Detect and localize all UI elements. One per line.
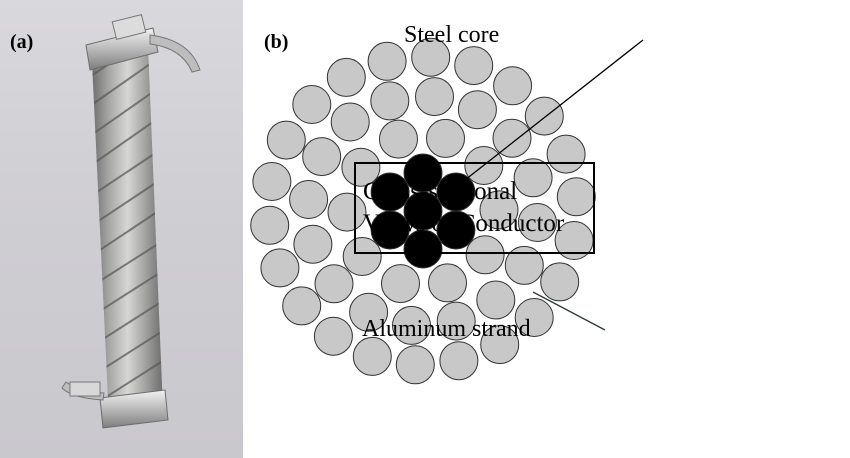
aluminum-strand — [479, 190, 519, 230]
aluminum-strand — [352, 336, 392, 376]
conductor-photo — [61, 14, 201, 429]
cross-section-panel: (b) — [243, 0, 850, 458]
aluminum-strand — [493, 66, 533, 106]
bottom-hose-clamp — [61, 381, 169, 429]
aluminum-strand — [411, 37, 451, 77]
aluminum-strand — [517, 203, 557, 242]
aluminum-strand — [392, 305, 431, 345]
aluminum-strand — [457, 90, 497, 130]
caption-line-2: Views of Conductor — [363, 210, 565, 237]
aluminum-strand — [289, 180, 329, 219]
aluminum-strand — [504, 245, 544, 285]
steel-strand — [436, 210, 476, 250]
steel-strand — [370, 172, 410, 212]
aluminum-strand — [480, 325, 520, 365]
aluminum-strand — [282, 286, 322, 326]
aluminum-strand — [439, 341, 479, 381]
aluminum-strand — [379, 119, 418, 159]
aluminum-strand — [252, 162, 292, 201]
steel-core-leader-line — [464, 39, 644, 181]
aluminum-strand — [556, 177, 596, 217]
aluminum-strand — [367, 41, 407, 81]
aluminum-strand — [302, 137, 342, 177]
aluminum-strand — [454, 46, 494, 86]
panel-b-label: (b) — [264, 31, 289, 53]
aluminum-strand — [513, 158, 553, 198]
panel-a-label: (a) — [10, 31, 34, 53]
aluminum-strand — [349, 292, 389, 332]
aluminum-strand — [540, 262, 580, 302]
aluminum-strand-leader-line — [532, 291, 606, 331]
aluminum-strand — [465, 235, 505, 275]
aluminum-strand — [314, 264, 354, 304]
aluminum-strand — [514, 298, 554, 337]
aluminum-strand-label: Aluminum strand — [362, 316, 531, 342]
caption-line-1: Cross-sectional — [363, 178, 518, 205]
cross-section-diagram — [250, 37, 644, 385]
aluminum-strand — [266, 120, 306, 160]
aluminum-strand — [313, 316, 353, 356]
aluminum-strand — [492, 118, 532, 158]
aluminum-strand — [250, 205, 290, 245]
aluminum-strand — [342, 237, 382, 276]
steel-core-label: Steel core — [404, 22, 500, 48]
aluminum-strand — [395, 345, 435, 385]
aluminum-strand — [260, 248, 300, 288]
aluminum-strand — [436, 301, 476, 341]
aluminum-strand — [428, 263, 467, 303]
strand-group — [250, 37, 596, 385]
aluminum-strand — [293, 224, 333, 264]
aluminum-strand — [341, 147, 381, 187]
aluminum-strand — [327, 192, 367, 232]
steel-strand — [403, 229, 443, 269]
top-hose-clamp — [85, 14, 201, 73]
aluminum-strand — [524, 96, 564, 136]
aluminum-strand — [381, 264, 420, 304]
aluminum-strand — [326, 57, 366, 97]
aluminum-strand — [292, 85, 332, 124]
aluminum-strand — [415, 77, 454, 117]
aluminum-strand — [476, 280, 516, 320]
aluminum-strand — [426, 118, 465, 158]
aluminum-strand — [330, 102, 370, 142]
cross-section-caption-box: Cross-sectional Views of Conductor — [354, 162, 595, 254]
aluminum-strand — [370, 81, 410, 121]
conductor-photo-panel: (a) — [0, 0, 243, 458]
